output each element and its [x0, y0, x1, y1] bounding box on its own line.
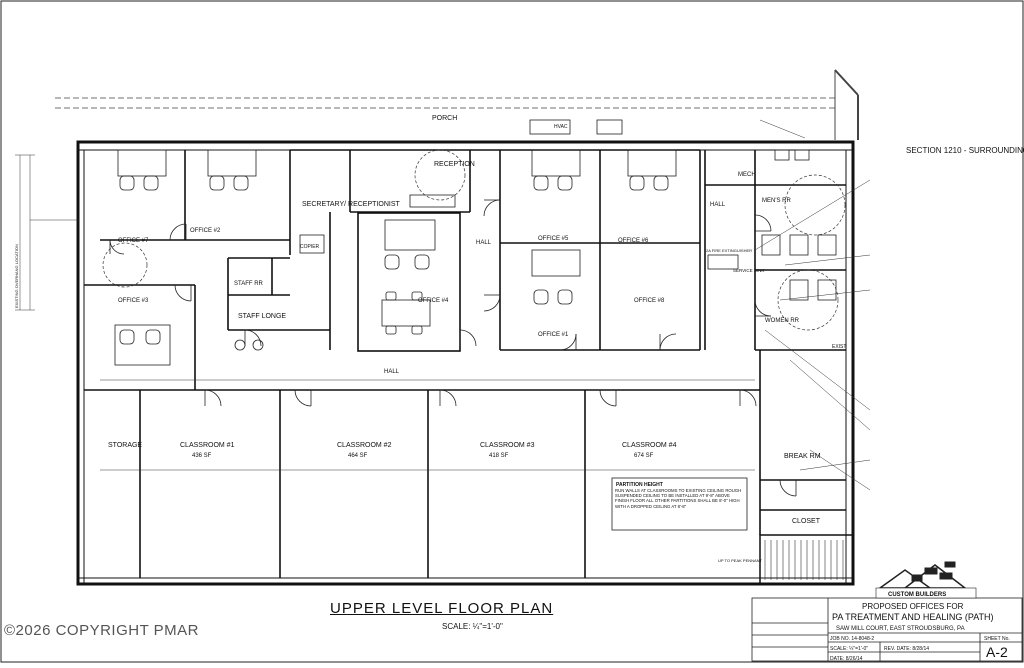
overhang-lines [55, 69, 859, 140]
exterior-walls [76, 140, 855, 586]
room-labels: PORCH RECEPTION SECRETARY/ RECEPTIONIST … [108, 115, 846, 525]
classroom2-sf: 464 SF [348, 453, 368, 459]
classroom4-sf: 674 SF [634, 453, 654, 459]
partition-note-body: RUN WALLS AT CLASSROOMS TO EXISTING CEIL… [615, 488, 742, 509]
tb-sheet-label: SHEET No. [984, 636, 1010, 642]
classroom1-sf: 436 SF [192, 453, 212, 459]
office2-label: OFFICE #2 [190, 228, 221, 234]
classroom1-label: CLASSROOM #1 [180, 442, 235, 449]
hall-main-label: HALL [384, 369, 400, 375]
secretary-label: SECRETARY/ RECEPTIONIST [302, 201, 400, 208]
stair-treads [764, 540, 844, 580]
partition-note-box [611, 477, 748, 531]
office1-label: OFFICE #1 [538, 332, 569, 338]
office5-label: OFFICE #5 [538, 236, 569, 242]
notes: SECTION 1210 - SURROUNDING MATERIALS PAR… [14, 146, 1024, 563]
tb-proposed: PROPOSED OFFICES FOR [862, 602, 964, 611]
office4-label: OFFICE #4 [418, 298, 449, 304]
fire-extinguisher-note: 2A FIRE EXTINGUISHER [706, 248, 752, 253]
service-sink-label: SERVICE SINK [733, 268, 764, 273]
copyright-watermark: ©2026 COPYRIGHT PMAR [4, 622, 199, 639]
tb-sheet-no: A-2 [986, 644, 1008, 660]
office8-label: OFFICE #8 [634, 298, 665, 304]
office6-label: OFFICE #6 [618, 238, 649, 244]
tb-date: DATE: 8/26/14 [830, 656, 863, 662]
porch-label: PORCH [432, 115, 457, 122]
exist-label: EXIST [832, 344, 846, 350]
tb-job-no: JOB NO. 14-8048-2 [830, 636, 874, 642]
hall-right-label: HALL [710, 202, 726, 208]
office7-label: OFFICE #7 [118, 238, 149, 244]
womens-rr-label: WOMEN RR [765, 318, 800, 324]
break-room-label: BREAK RM [784, 453, 821, 460]
company-name: CUSTOM BUILDERS [888, 592, 946, 598]
title-block-text: PROPOSED OFFICES FOR PA TREATMENT AND HE… [830, 602, 1010, 662]
door-swings [109, 199, 797, 497]
classroom2-label: CLASSROOM #2 [337, 442, 392, 449]
copier-label: COPIER [300, 244, 320, 250]
storage-label: STORAGE [108, 442, 142, 449]
staff-lounge-label: STAFF LONGE [238, 313, 286, 320]
tb-rev-date: REV. DATE: 8/28/14 [884, 646, 929, 652]
partition-note-title: PARTITION HEIGHT [616, 482, 663, 488]
hvac-label: HVAC [554, 124, 568, 130]
clearance-circles [102, 149, 846, 331]
mens-rr-label: MEN'S RR [762, 198, 791, 204]
dimension-lines [15, 154, 755, 471]
overhang-side-note: EXISTING OVERHANG LOCATION [14, 244, 19, 308]
section-note-title: SECTION 1210 - SURROUNDING MATERIALS [906, 146, 1024, 155]
mech-label: MECH [738, 172, 756, 178]
up-to-peaks-note: UP TO PEAK PENNANT [718, 558, 763, 563]
partition-note-body-wrap: RUN WALLS AT CLASSROOMS TO EXISTING CEIL… [615, 488, 742, 509]
tb-client: PA TREATMENT AND HEALING (PATH) [832, 612, 994, 622]
leader-lines [754, 119, 871, 491]
plan-scale: SCALE: ¼"=1'-0" [442, 622, 503, 631]
office3-label: OFFICE #3 [118, 298, 149, 304]
plan-title: UPPER LEVEL FLOOR PLAN [330, 600, 554, 617]
hall-upper-label: HALL [476, 240, 492, 246]
staff-rr-label: STAFF RR [234, 281, 264, 287]
reception-label: RECEPTION [434, 161, 475, 168]
classroom4-label: CLASSROOM #4 [622, 442, 677, 449]
classroom3-sf: 418 SF [489, 453, 509, 459]
company-logo [875, 561, 977, 599]
tb-address: SAW MILL COURT, EAST STROUDSBURG, PA [836, 626, 965, 632]
classroom3-label: CLASSROOM #3 [480, 442, 535, 449]
closet-label: CLOSET [792, 518, 821, 525]
tb-scale: SCALE: ¼"=1'-0" [830, 646, 868, 652]
